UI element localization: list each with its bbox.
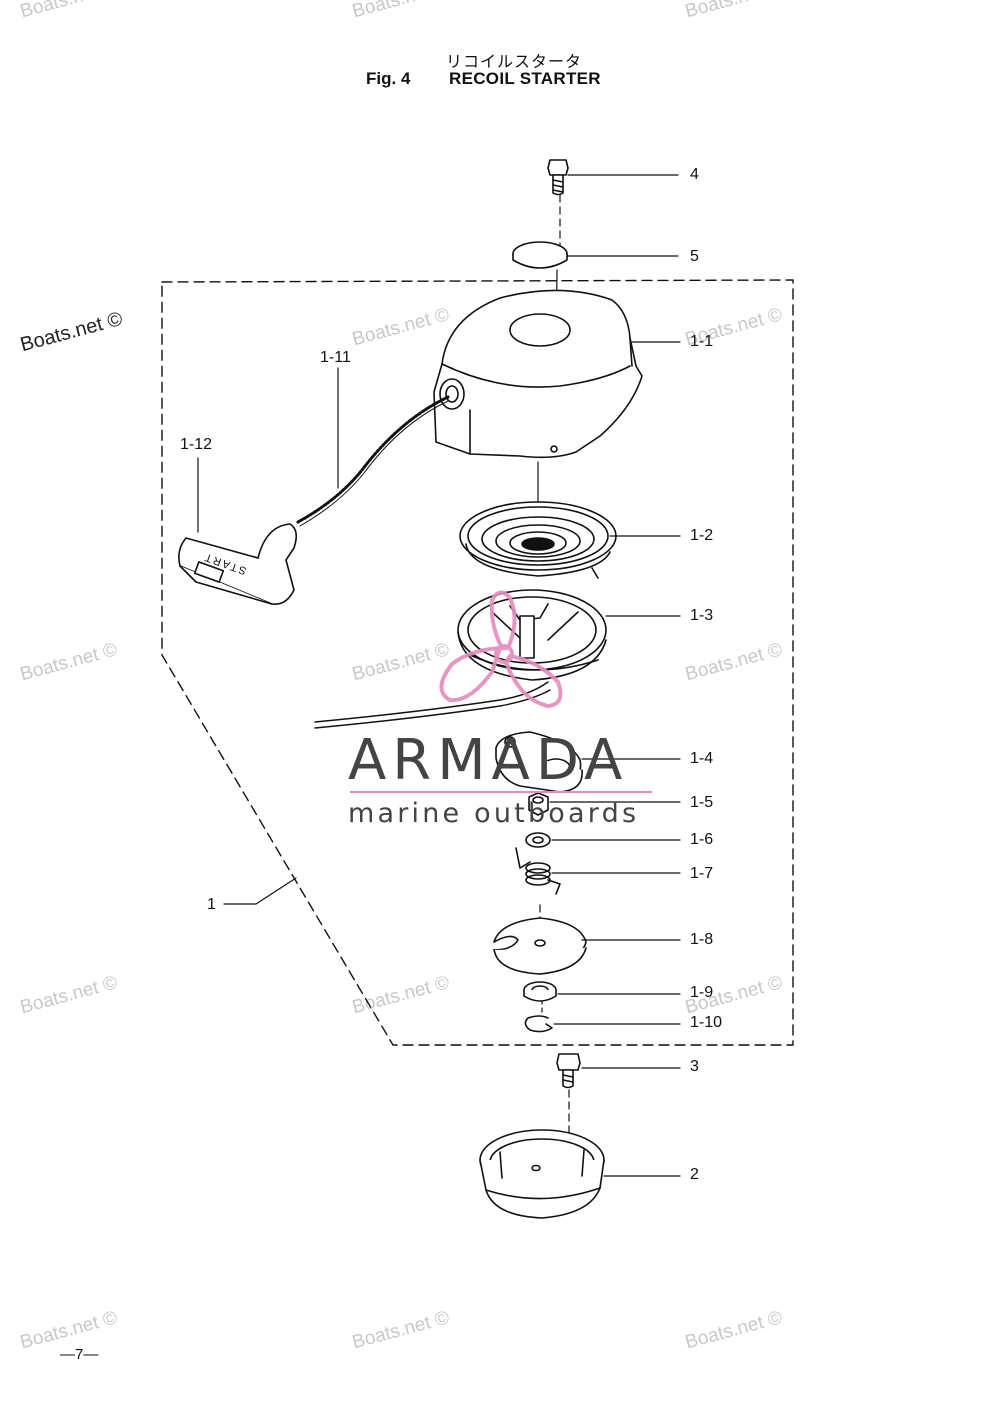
callout-1: 1 [207,896,216,913]
callout-1-12: 1-12 [180,436,213,453]
callout-5: 5 [690,248,699,265]
callout-1-7: 1-7 [690,865,714,882]
callout-1-4: 1-4 [690,750,714,767]
diagram-title: RECOIL STARTER [449,69,601,88]
assembly-boundary [161,279,794,1046]
ratchet-spring-part-1-7 [515,847,561,895]
page-number: —7— [60,1346,99,1363]
japanese-title: リコイルスタータ [446,54,583,71]
recoil-spring-part-1-2 [459,501,617,579]
leader-lines [197,174,681,1177]
friction-plate-part-1-8 [493,917,587,975]
callout-1-9: 1-9 [690,984,714,1001]
armada-brand-tagline: marine outboards [348,798,640,829]
armada-brand-divider [350,791,652,793]
nut-part-1-5 [528,792,549,816]
callout-1-10: 1-10 [690,1014,723,1031]
callout-2: 2 [690,1166,699,1183]
washer-part-1-6 [525,832,551,848]
cap-part-5 [512,241,568,269]
starter-pulley-part-2 [479,1129,605,1219]
rope-segment [314,681,549,723]
reel-part-1-3 [457,589,607,681]
collar-part-1-9 [523,981,557,1002]
callout-3: 3 [690,1058,699,1075]
callout-4: 4 [690,166,699,183]
armada-brand-name: ARMADA [348,728,629,793]
starter-rope-part-1-11 [299,400,449,527]
callout-1-6: 1-6 [690,831,714,848]
callout-1-2: 1-2 [690,527,714,544]
bolt-part-4 [547,159,569,196]
starter-case-part-1-1 [433,289,643,459]
figure-number: Fig. 4 [366,69,411,88]
callout-1-8: 1-8 [690,931,714,948]
armada-propeller-logo [439,590,563,708]
ratchet-part-1-4 [495,731,583,793]
callout-1-1: 1-1 [690,333,714,350]
callout-1-3: 1-3 [690,607,714,624]
starter-rope-part-1-11 [296,395,450,524]
callout-1-11: 1-11 [320,349,351,366]
callout-1-5: 1-5 [690,794,714,811]
e-clip-part-1-10 [524,1015,553,1033]
bolt-part-3 [556,1053,581,1089]
starter-handle-part-1-12 [178,523,298,606]
